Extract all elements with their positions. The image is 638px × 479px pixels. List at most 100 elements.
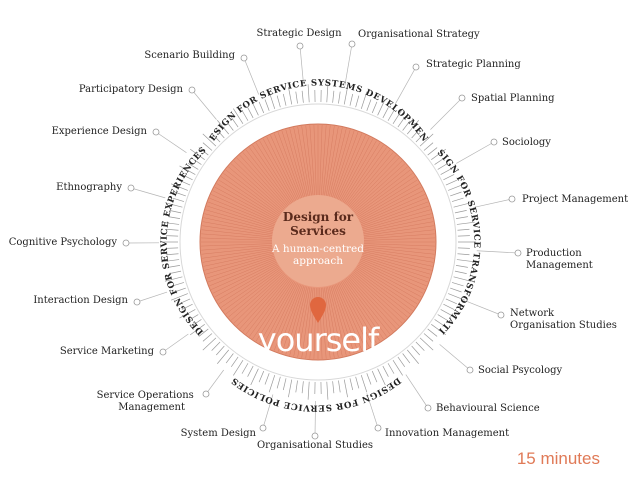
ring-tick bbox=[445, 298, 458, 305]
disc-radial-line bbox=[206, 205, 275, 229]
disc-radial-line bbox=[205, 209, 274, 230]
disc-radial-line bbox=[324, 287, 335, 358]
disc-radial-line bbox=[355, 268, 413, 311]
ring-tick bbox=[166, 253, 179, 256]
ring-tick bbox=[161, 259, 180, 263]
disc-radial-line bbox=[344, 147, 387, 205]
connector-dot bbox=[424, 404, 432, 412]
connector-dot bbox=[240, 54, 248, 62]
discipline-labels: Strategic Design Organisational Strategy… bbox=[9, 28, 628, 451]
disc-radial-line bbox=[352, 163, 406, 212]
ring-tick bbox=[168, 265, 181, 268]
ring-tick bbox=[191, 319, 202, 327]
disc-radial-line bbox=[355, 267, 416, 308]
disc-radial-line bbox=[218, 266, 280, 305]
connector-line bbox=[473, 198, 513, 208]
ring-tick bbox=[411, 345, 420, 356]
disc-radial-line bbox=[330, 286, 351, 355]
discipline-label-behavioural-science: Behavioural Science bbox=[436, 403, 540, 414]
disc-radial-line bbox=[223, 173, 281, 216]
ring-tick bbox=[455, 216, 468, 219]
ring-tick bbox=[360, 375, 368, 393]
disc-radial-line bbox=[353, 166, 408, 213]
ring-tick bbox=[164, 202, 183, 208]
ring-tick bbox=[258, 101, 265, 114]
disc-radial-line bbox=[328, 128, 347, 198]
disc-radial-line bbox=[202, 225, 273, 236]
disc-radial-line bbox=[242, 152, 289, 207]
ring-tick bbox=[181, 303, 193, 310]
disc-radial-line bbox=[301, 126, 312, 197]
disc-radial-line bbox=[203, 251, 274, 267]
connector-dot bbox=[159, 348, 167, 356]
disc-radial-line bbox=[225, 169, 282, 214]
disc-radial-line bbox=[333, 285, 359, 353]
connector-line bbox=[344, 43, 353, 86]
discipline-label-service-marketing: Service Marketing bbox=[60, 346, 155, 357]
disc-radial-line bbox=[262, 138, 297, 202]
ring-tick bbox=[443, 303, 455, 310]
disc-radial-line bbox=[201, 233, 273, 240]
disc-radial-line bbox=[270, 135, 300, 201]
ring-tick bbox=[282, 378, 287, 391]
ring-tick bbox=[392, 360, 403, 376]
discipline-label-network-organisation-studies-text: Network bbox=[510, 308, 555, 319]
disc-radial-line bbox=[328, 286, 347, 356]
ring-tick bbox=[225, 120, 234, 131]
ring-tick bbox=[349, 93, 354, 106]
ring-tick bbox=[264, 373, 270, 385]
connector-line bbox=[405, 374, 429, 409]
disc-radial-line bbox=[207, 257, 275, 283]
ring-tick bbox=[355, 376, 360, 389]
ring-tick bbox=[202, 142, 213, 151]
discipline-label-production-management-text-line2: Management bbox=[526, 260, 593, 271]
disc-radial-line bbox=[201, 229, 273, 238]
ring-tick bbox=[250, 98, 259, 116]
disc-radial-line bbox=[309, 125, 316, 197]
disc-radial-line bbox=[363, 246, 435, 255]
ring-tick bbox=[202, 133, 217, 147]
disc-radial-line bbox=[206, 255, 275, 279]
ring-tick bbox=[166, 228, 179, 231]
disc-radial-line bbox=[359, 261, 424, 294]
disc-radial-line bbox=[289, 128, 308, 198]
disc-radial-line bbox=[285, 286, 306, 355]
ring-tick bbox=[453, 276, 472, 282]
disc-radial-line bbox=[331, 130, 355, 199]
ring-tick bbox=[443, 174, 455, 181]
disc-radial-line bbox=[297, 287, 311, 358]
connector-line bbox=[366, 393, 379, 429]
ring-tick bbox=[216, 128, 225, 139]
disc-radial-line bbox=[363, 225, 434, 236]
discipline-label-scenario-building: Scenario Building bbox=[144, 50, 235, 61]
disc-radial-line bbox=[360, 259, 427, 287]
disc-radial-line bbox=[277, 285, 303, 353]
ring-tick bbox=[451, 197, 464, 202]
ring-tick bbox=[456, 221, 475, 225]
disc-radial-line bbox=[363, 249, 434, 263]
disc-radial-line bbox=[293, 286, 309, 357]
disc-radial-line bbox=[340, 281, 377, 344]
ring-tick bbox=[301, 90, 304, 103]
disc-radial-line bbox=[335, 284, 363, 351]
connector-dot bbox=[490, 138, 498, 146]
ring-tick bbox=[387, 110, 395, 121]
ring-tick bbox=[406, 349, 419, 364]
disc-radial-line bbox=[245, 149, 290, 206]
ring-tick bbox=[166, 235, 179, 237]
connector-line bbox=[191, 89, 217, 120]
discipline-label-service-operations-management-text: Service Operations bbox=[97, 390, 194, 401]
discipline-label-sociology: Sociology bbox=[502, 137, 551, 148]
disc-radial-line bbox=[255, 280, 294, 342]
connector-dot bbox=[127, 184, 135, 192]
discipline-label-service-operations-management-text-line2: Management bbox=[118, 402, 185, 413]
discipline-label-system-design: System Design bbox=[181, 428, 257, 439]
discipline-label-participatory-design: Participatory Design bbox=[79, 84, 184, 95]
ring-tick bbox=[427, 147, 438, 156]
disc-radial-line bbox=[220, 267, 281, 308]
disc-radial-line bbox=[361, 201, 429, 227]
disc-radial-line bbox=[362, 209, 431, 230]
disc-radial-line bbox=[337, 136, 370, 201]
ring-tick bbox=[366, 99, 372, 111]
ring-tick bbox=[366, 373, 372, 385]
